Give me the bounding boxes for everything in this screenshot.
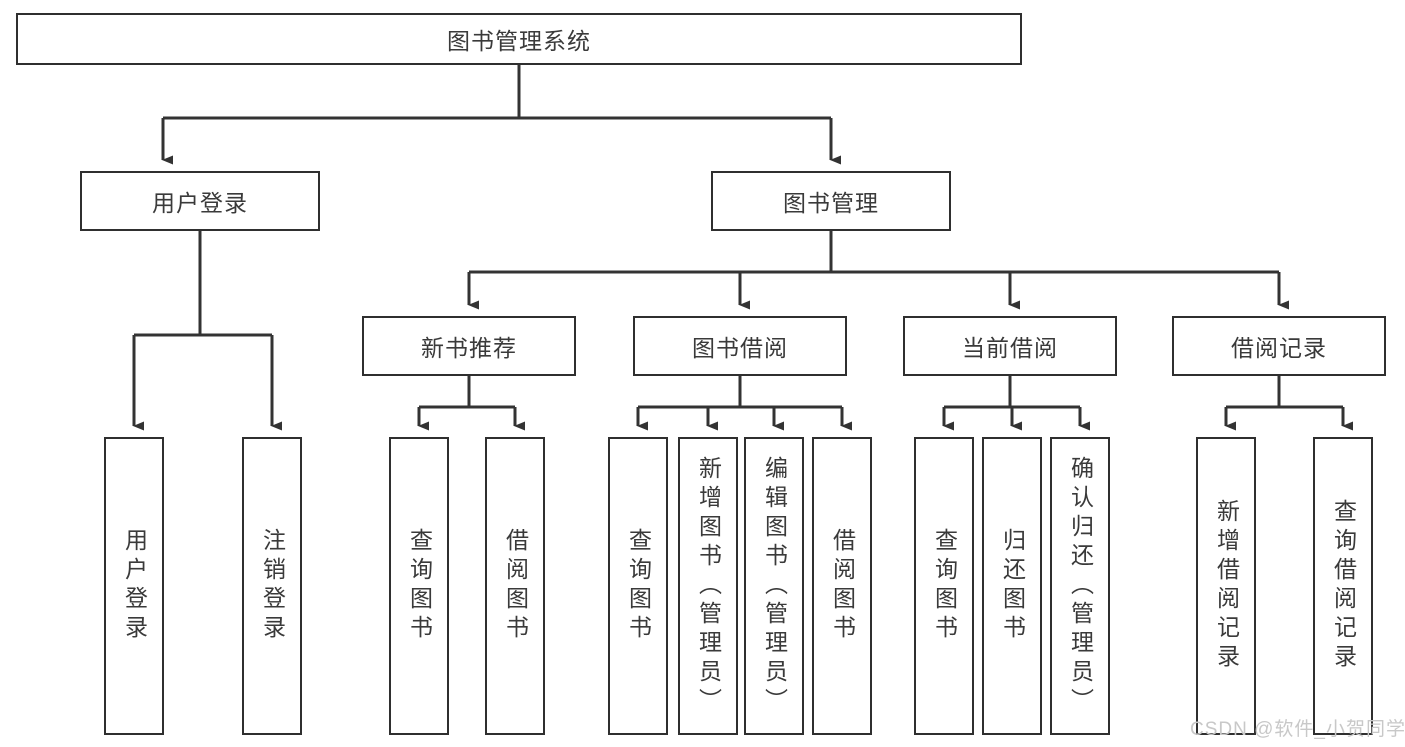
node-borrow-record[interactable]: 借阅记录 xyxy=(1172,316,1386,376)
connector-bookmanage-to-level3 xyxy=(467,231,1289,310)
connector-currentborrow-to-leaves xyxy=(942,376,1090,431)
node-leaf-user-login-label: 用户登录 xyxy=(121,528,148,644)
node-new-book-recommend-label: 新书推荐 xyxy=(421,335,517,361)
node-leaf-query-book-3-label: 查询图书 xyxy=(931,528,958,644)
node-book-manage[interactable]: 图书管理 xyxy=(711,171,951,231)
node-borrow-record-label: 借阅记录 xyxy=(1231,335,1327,361)
node-leaf-borrow-book-1-label: 借阅图书 xyxy=(502,528,529,644)
node-user-login-label: 用户登录 xyxy=(152,190,248,216)
node-root[interactable]: 图书管理系统 xyxy=(16,13,1022,65)
node-current-borrow-label: 当前借阅 xyxy=(962,335,1058,361)
node-leaf-query-book-2[interactable]: 查询图书 xyxy=(608,437,668,735)
connector-newbook-to-leaves xyxy=(417,376,525,431)
node-book-borrow-label: 图书借阅 xyxy=(692,335,788,361)
node-leaf-query-record-label: 查询借阅记录 xyxy=(1330,499,1357,673)
node-leaf-query-record[interactable]: 查询借阅记录 xyxy=(1313,437,1373,735)
node-leaf-user-login[interactable]: 用户登录 xyxy=(104,437,164,735)
node-leaf-query-book-2-label: 查询图书 xyxy=(625,528,652,644)
node-leaf-edit-book-label: 编辑图书（管理员） xyxy=(761,455,788,717)
node-new-book-recommend[interactable]: 新书推荐 xyxy=(362,316,576,376)
watermark: CSDN @软件_小贺同学 xyxy=(1190,719,1405,740)
node-leaf-add-book-label: 新增图书（管理员） xyxy=(695,455,722,717)
connector-bookborrow-to-leaves xyxy=(636,376,852,431)
node-book-borrow[interactable]: 图书借阅 xyxy=(633,316,847,376)
connector-userlogin-to-leaves xyxy=(132,231,282,431)
node-user-login[interactable]: 用户登录 xyxy=(80,171,320,231)
node-leaf-user-logout-label: 注销登录 xyxy=(259,528,286,644)
connector-borrowrecord-to-leaves xyxy=(1224,376,1353,431)
node-leaf-add-record-label: 新增借阅记录 xyxy=(1213,499,1240,673)
node-root-label: 图书管理系统 xyxy=(447,28,591,54)
node-leaf-borrow-book-2-label: 借阅图书 xyxy=(829,528,856,644)
node-leaf-query-book-3[interactable]: 查询图书 xyxy=(914,437,974,735)
node-leaf-confirm-return-label: 确认归还（管理员） xyxy=(1067,455,1094,717)
connector-root-to-level2 xyxy=(161,65,841,165)
node-leaf-return-book[interactable]: 归还图书 xyxy=(982,437,1042,735)
node-leaf-confirm-return[interactable]: 确认归还（管理员） xyxy=(1050,437,1110,735)
node-book-manage-label: 图书管理 xyxy=(783,190,879,216)
node-leaf-return-book-label: 归还图书 xyxy=(999,528,1026,644)
node-leaf-user-logout[interactable]: 注销登录 xyxy=(242,437,302,735)
node-leaf-query-book-1[interactable]: 查询图书 xyxy=(389,437,449,735)
node-leaf-edit-book[interactable]: 编辑图书（管理员） xyxy=(744,437,804,735)
node-leaf-add-record[interactable]: 新增借阅记录 xyxy=(1196,437,1256,735)
node-leaf-borrow-book-2[interactable]: 借阅图书 xyxy=(812,437,872,735)
node-leaf-query-book-1-label: 查询图书 xyxy=(406,528,433,644)
node-leaf-borrow-book-1[interactable]: 借阅图书 xyxy=(485,437,545,735)
node-current-borrow[interactable]: 当前借阅 xyxy=(903,316,1117,376)
node-leaf-add-book[interactable]: 新增图书（管理员） xyxy=(678,437,738,735)
